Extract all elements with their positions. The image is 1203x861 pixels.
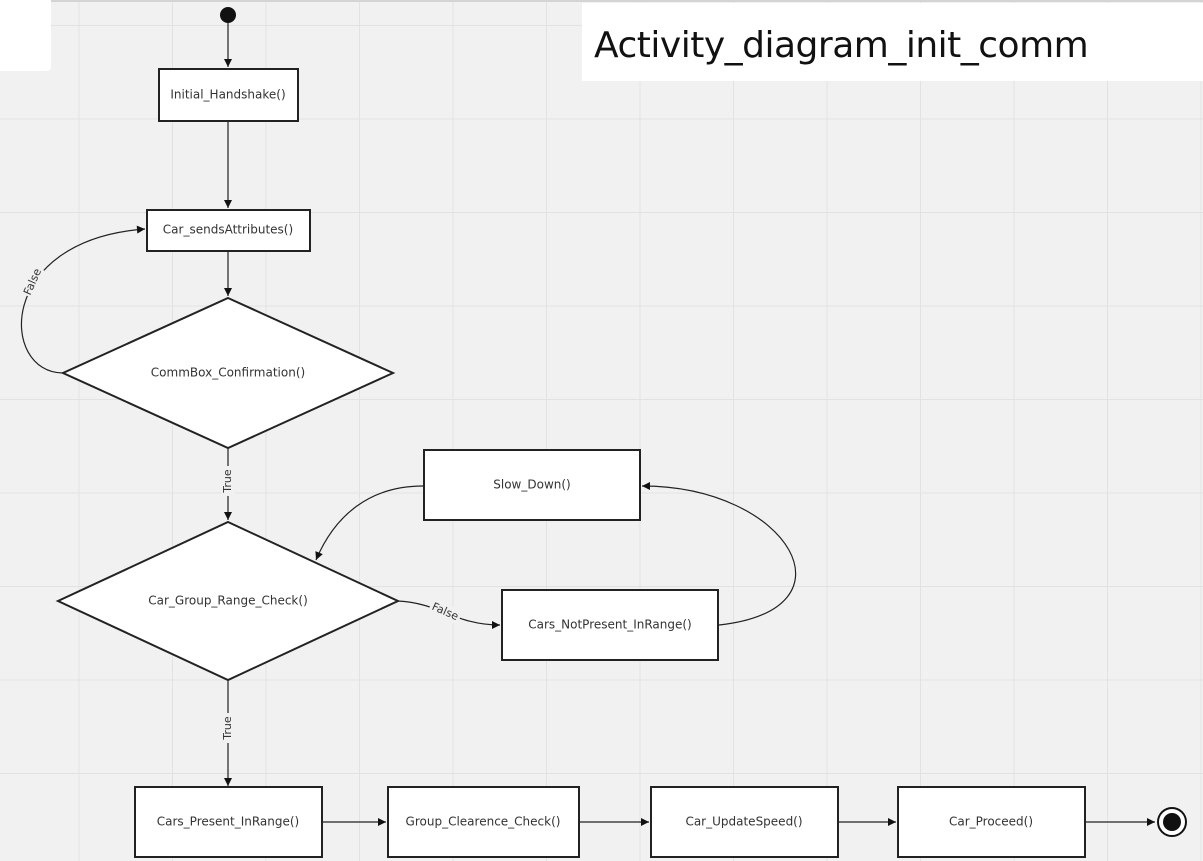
edge-notpresent-to-slowdown[interactable] <box>641 482 797 626</box>
node-slow-down[interactable]: Slow_Down() <box>423 449 641 521</box>
node-car-sends-attributes-label: Car_sendsAttributes() <box>163 223 293 237</box>
node-commbox-confirmation-label: CommBox_Confirmation() <box>151 366 305 380</box>
edge-slowdown-to-rangecheck[interactable] <box>315 485 424 561</box>
node-cars-present-in-range-label: Cars_Present_InRange() <box>157 815 299 829</box>
node-initial-handshake-label: Initial_Handshake() <box>170 88 285 102</box>
diagram-title: Activity_diagram_init_comm <box>594 25 1089 66</box>
node-car-update-speed[interactable]: Car_UpdateSpeed() <box>650 786 839 858</box>
node-cars-not-present-in-range-label: Cars_NotPresent_InRange() <box>528 618 692 632</box>
label-confirmation-true: True <box>221 466 235 496</box>
node-slow-down-label: Slow_Down() <box>493 478 570 492</box>
node-commbox-confirmation[interactable]: CommBox_Confirmation() <box>60 296 396 450</box>
node-group-clearence-check[interactable]: Group_Clearence_Check() <box>387 786 580 858</box>
label-range-false: False <box>427 598 463 625</box>
node-cars-not-present-in-range[interactable]: Cars_NotPresent_InRange() <box>501 589 719 661</box>
edge-confirmation-false[interactable] <box>20 225 146 374</box>
label-range-true: True <box>221 713 235 743</box>
corner-panel <box>0 0 51 71</box>
label-confirmation-false: False <box>19 265 46 299</box>
node-group-clearence-check-label: Group_Clearence_Check() <box>406 815 561 829</box>
node-car-sends-attributes[interactable]: Car_sendsAttributes() <box>146 209 311 252</box>
svg-text:True: True <box>221 469 234 494</box>
node-car-proceed[interactable]: Car_Proceed() <box>897 786 1086 858</box>
node-initial-handshake[interactable]: Initial_Handshake() <box>158 68 299 122</box>
top-border <box>47 0 1203 2</box>
node-car-group-range-check-label: Car_Group_Range_Check() <box>148 594 308 608</box>
initial-node[interactable] <box>220 7 236 23</box>
node-cars-present-in-range[interactable]: Cars_Present_InRange() <box>134 786 323 858</box>
svg-text:True: True <box>221 716 234 741</box>
node-car-proceed-label: Car_Proceed() <box>949 815 1033 829</box>
final-node[interactable] <box>1157 807 1187 837</box>
node-car-update-speed-label: Car_UpdateSpeed() <box>685 815 802 829</box>
title-box[interactable]: Activity_diagram_init_comm <box>582 3 1203 81</box>
node-car-group-range-check[interactable]: Car_Group_Range_Check() <box>55 520 401 682</box>
